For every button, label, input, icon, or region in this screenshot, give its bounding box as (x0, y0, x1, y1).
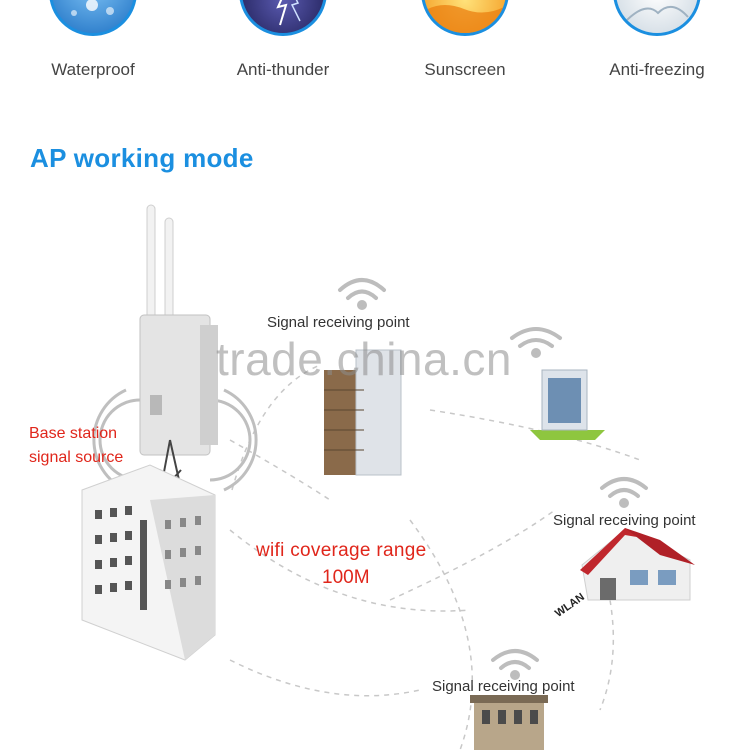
feature-waterproof: Waterproof (18, 0, 168, 95)
feature-sunscreen: Sunscreen (390, 0, 540, 95)
base-station-label-line2: signal source (29, 449, 124, 466)
coverage-label-line2: 100M (322, 567, 370, 588)
lightning-icon (239, 0, 327, 36)
feature-row: Waterproof Anti-thunder Sunscreen Anti-f… (0, 0, 750, 100)
feature-label: Waterproof (51, 60, 135, 79)
bottom-building (470, 695, 548, 750)
main-building (81, 464, 216, 661)
ap-working-mode-diagram: Base station signal source wifi coverage… (0, 190, 750, 750)
receiving-point-label-bottom: Signal receiving point (432, 678, 575, 695)
router-device (139, 204, 218, 456)
office-building (530, 369, 605, 440)
tall-buildings (324, 349, 402, 476)
sun-icon (421, 0, 509, 36)
coverage-label-line1: wifi coverage range (256, 540, 427, 561)
wifi-icons (338, 278, 648, 680)
feature-label: Sunscreen (424, 60, 506, 79)
base-station-label-line1: Base station (29, 425, 118, 442)
feature-anti-thunder: Anti-thunder (208, 0, 358, 95)
diagram-illustration (81, 204, 695, 750)
snowflake-icon (613, 0, 701, 36)
receiving-point-label-right: Signal receiving point (553, 512, 696, 529)
feature-label: Anti-thunder (236, 60, 330, 79)
section-title: AP working mode (30, 143, 254, 173)
watermark: trade.china.cn (216, 333, 512, 385)
house (580, 528, 695, 601)
water-drop-icon (49, 0, 137, 36)
feature-label: Anti-freezing (609, 60, 705, 79)
receiving-point-label-top: Signal receiving point (267, 314, 410, 331)
feature-anti-freezing: Anti-freezing (582, 0, 732, 95)
